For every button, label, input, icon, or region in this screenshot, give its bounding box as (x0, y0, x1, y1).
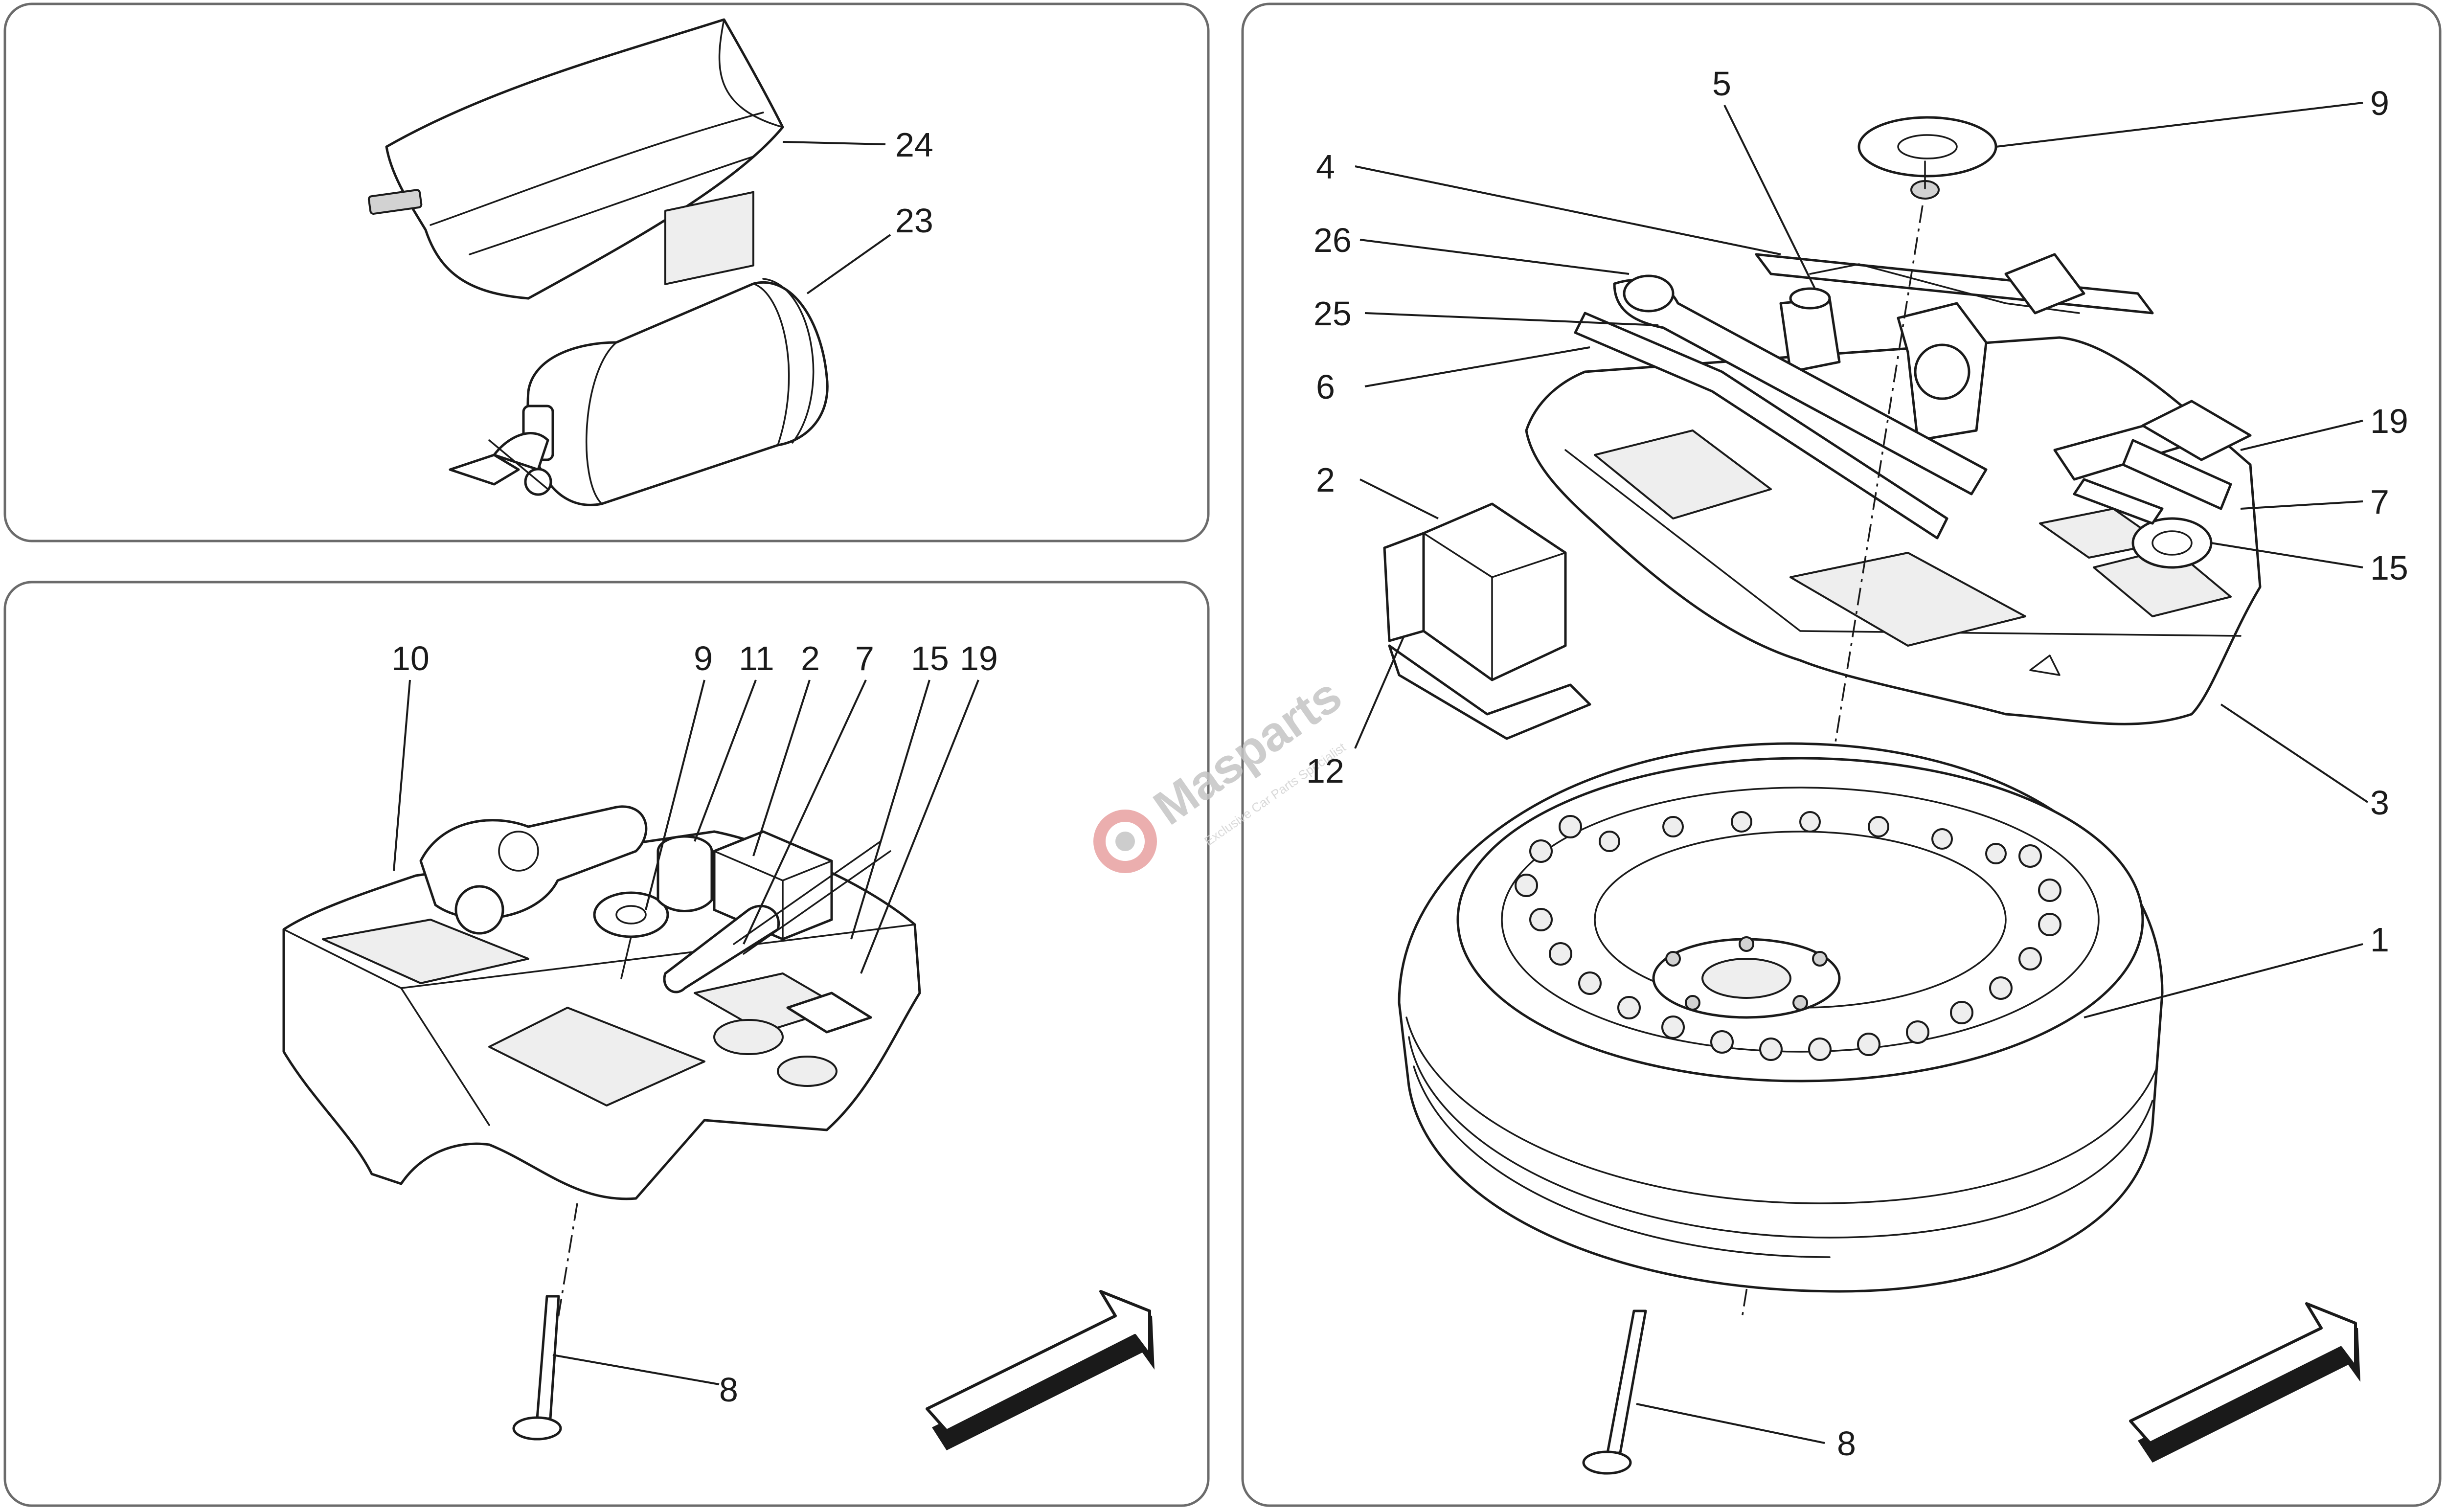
jack-assembly (1755, 253, 2154, 442)
callout-26: 26 (1314, 221, 1352, 259)
callout-24: 24 (895, 126, 933, 164)
leader-lines (393, 102, 2369, 1444)
socket-bar (2122, 400, 2252, 510)
tow-hook-right (2053, 419, 2213, 569)
wrench-tube-left (663, 840, 891, 1034)
top-left-panel (3, 2, 1210, 542)
extinguisher-valve (449, 405, 554, 496)
callout-7: 7 (855, 639, 874, 677)
callout-1: 1 (2370, 921, 2389, 959)
fire-extinguisher (449, 191, 829, 506)
tool-tray-right (1525, 336, 2262, 725)
callout-12: 12 (1306, 752, 1344, 790)
callout-8-right: 8 (1837, 1424, 1856, 1463)
callout-23: 23 (895, 202, 933, 240)
callout-9-right: 9 (2370, 84, 2389, 122)
callout-10: 10 (391, 639, 430, 677)
callouts-top-left: 24 23 (895, 126, 933, 240)
callout-25: 25 (1314, 294, 1352, 333)
callout-15: 15 (911, 639, 949, 677)
forward-arrow-icon-left (926, 1290, 1155, 1450)
tyre-repair-kit (1383, 502, 1591, 740)
wheel-brace (1574, 274, 1988, 540)
callout-9: 9 (694, 639, 713, 677)
callouts-right: 5 9 4 26 25 6 19 2 7 15 12 3 1 8 (1306, 65, 2408, 1463)
axis-line-left (557, 1203, 578, 1321)
tool-tray-left (282, 805, 921, 1200)
callout-11: 11 (739, 639, 774, 677)
spare-wheel (1398, 742, 2164, 1293)
bolt-right (1582, 1309, 1647, 1475)
callout-19-right: 19 (2370, 402, 2408, 440)
callouts-bottom-left: 10 9 11 2 7 15 19 8 (391, 639, 998, 1409)
callout-15-right: 15 (2370, 549, 2408, 587)
callout-8-left: 8 (719, 1371, 738, 1409)
jack-handle-left (593, 891, 669, 979)
callout-19: 19 (960, 639, 998, 677)
callout-4: 4 (1316, 148, 1335, 186)
callout-3: 3 (2370, 784, 2389, 822)
forward-arrow-icon-right (2129, 1302, 2360, 1463)
bolt-left (512, 1295, 562, 1441)
tow-hook-left (419, 805, 648, 935)
callout-5: 5 (1712, 65, 1731, 103)
callout-6: 6 (1316, 368, 1335, 406)
callout-7-right: 7 (2370, 483, 2389, 521)
wheel-vent-holes (1515, 811, 2061, 1061)
tool-bag (367, 18, 784, 300)
callout-2: 2 (801, 639, 820, 677)
callout-2-right: 2 (1316, 461, 1335, 499)
watermark-gear-logo (1093, 810, 1157, 873)
